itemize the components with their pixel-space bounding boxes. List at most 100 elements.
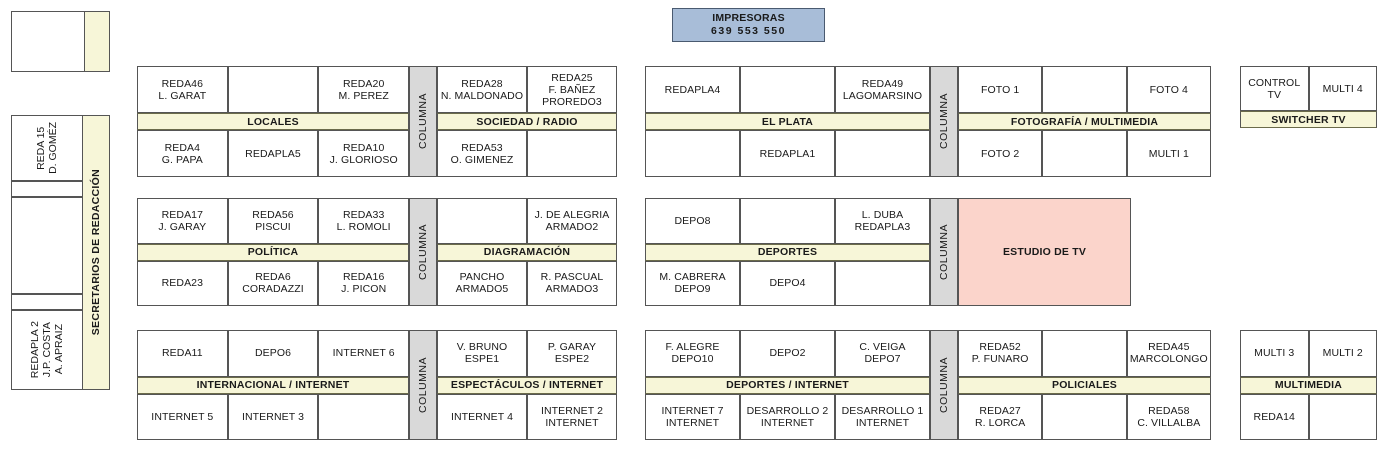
- desk-cell[interactable]: DEPO8: [645, 198, 740, 244]
- desk-cell[interactable]: INTERNET 3: [227, 393, 319, 440]
- desk-cell[interactable]: REDA49 LAGOMARSINO: [835, 66, 930, 113]
- desk-cell[interactable]: INTERNET 4: [437, 393, 527, 440]
- seat-label: DEPO2: [769, 347, 806, 360]
- desk-cell[interactable]: [1042, 130, 1127, 177]
- band-label: FOTOGRAFÍA / MULTIMEDIA: [1010, 115, 1159, 128]
- desk-cell[interactable]: REDA10 J. GLORIOSO: [318, 130, 410, 177]
- desk-cell[interactable]: REDA46 L. GARAT: [137, 66, 228, 113]
- desk-cell[interactable]: INTERNET 7 INTERNET: [645, 393, 740, 440]
- desk-cell[interactable]: [437, 198, 527, 244]
- desk-cell[interactable]: REDA20 M. PEREZ: [318, 66, 410, 113]
- department-band: EL PLATA: [645, 113, 930, 130]
- seat-label: C. VEIGA DEPO7: [859, 341, 906, 366]
- band-label: MULTIMEDIA: [1274, 379, 1343, 391]
- desk-cell[interactable]: DEPO6: [227, 330, 319, 377]
- desk-cell[interactable]: [835, 130, 930, 177]
- department-band: DIAGRAMACIÓN: [437, 243, 617, 261]
- desk-cell[interactable]: MULTI 1: [1126, 130, 1211, 177]
- seat-label: MULTI 1: [1148, 147, 1189, 160]
- desk-cell[interactable]: [318, 393, 410, 440]
- desk-cell[interactable]: REDA23: [137, 260, 228, 306]
- desk-cell[interactable]: FOTO 4: [1126, 66, 1211, 113]
- desk-cell[interactable]: INTERNET 6: [318, 330, 410, 377]
- band-label: ESPECTÁCULOS / INTERNET: [450, 379, 604, 391]
- seat-label: REDAPLA 2 J.P. COSTA A. APRAIZ: [29, 321, 65, 379]
- desk-cell[interactable]: MULTI 4: [1308, 66, 1377, 111]
- desk-cell[interactable]: REDA16 J. PICON: [318, 260, 410, 306]
- desk-cell[interactable]: [740, 66, 835, 113]
- desk-cell[interactable]: REDA33 L. ROMOLI: [318, 198, 410, 244]
- columna-label: COLUMNA: [417, 356, 429, 413]
- list-item[interactable]: [11, 197, 83, 294]
- seat-label: REDA23: [161, 277, 204, 290]
- desk-cell[interactable]: [527, 130, 617, 177]
- seat-label: INTERNET 4: [450, 410, 514, 423]
- desk-cell[interactable]: REDA56 PISCUI: [227, 198, 319, 244]
- desk-cell[interactable]: J. DE ALEGRIA ARMADO2: [527, 198, 617, 244]
- list-item[interactable]: [11, 181, 83, 197]
- desk-cell[interactable]: [1042, 330, 1127, 377]
- desk-cell[interactable]: MULTI 2: [1308, 330, 1377, 377]
- desk-cell[interactable]: REDA58 C. VILLALBA: [1126, 393, 1211, 440]
- desk-cell[interactable]: L. DUBA REDAPLA3: [835, 198, 930, 244]
- seat-label: REDA20 M. PEREZ: [338, 77, 389, 102]
- desk-cell[interactable]: [1308, 393, 1377, 440]
- desk-cell[interactable]: DESARROLLO 2 INTERNET: [740, 393, 835, 440]
- desk-cell[interactable]: FOTO 1: [958, 66, 1043, 113]
- desk-cell[interactable]: INTERNET 5: [137, 393, 228, 440]
- desk-cell[interactable]: REDA27 R. LORCA: [958, 393, 1043, 440]
- desk-cell[interactable]: REDA14: [1240, 393, 1309, 440]
- table-row: REDA14: [1240, 393, 1377, 440]
- department-band: DEPORTES: [645, 243, 930, 261]
- desk-cell[interactable]: REDA4 G. PAPA: [137, 130, 228, 177]
- desk-cell[interactable]: DESARROLLO 1 INTERNET: [835, 393, 930, 440]
- desk-cell[interactable]: CONTROL TV: [1240, 66, 1309, 111]
- desk-cell[interactable]: INTERNET 2 INTERNET: [527, 393, 617, 440]
- desk-cell[interactable]: [1042, 393, 1127, 440]
- desk-cell[interactable]: DEPO4: [740, 260, 835, 306]
- band-label: SECRETARIOS DE REDACCIÓN: [90, 169, 102, 336]
- desk-cell[interactable]: [1042, 66, 1127, 113]
- desk-cell[interactable]: M. CABRERA DEPO9: [645, 260, 740, 306]
- table-row: PANCHO ARMADO5 R. PASCUAL ARMADO3: [437, 260, 617, 306]
- desk-cell[interactable]: FOTO 2: [958, 130, 1043, 177]
- list-item[interactable]: REDA 15 D. GOMÉZ: [11, 115, 83, 181]
- columna-label: COLUMNA: [938, 356, 950, 413]
- desk-cell[interactable]: REDA11: [137, 330, 228, 377]
- desk-cell[interactable]: V. BRUNO ESPE1: [437, 330, 527, 377]
- desk-cell[interactable]: P. GARAY ESPE2: [527, 330, 617, 377]
- desk-cell[interactable]: REDAPLA1: [740, 130, 835, 177]
- columna-label: COLUMNA: [938, 93, 950, 150]
- desk-cell[interactable]: REDAPLA5: [227, 130, 319, 177]
- desk-cell[interactable]: MULTI 3: [1240, 330, 1309, 377]
- desk-cell[interactable]: F. ALEGRE DEPO10: [645, 330, 740, 377]
- desk-cell[interactable]: REDA17 J. GARAY: [137, 198, 228, 244]
- desk-cell[interactable]: DEPO2: [740, 330, 835, 377]
- columna-pillar: COLUMNA: [409, 66, 437, 177]
- estudio-de-tv[interactable]: ESTUDIO DE TV: [958, 198, 1131, 306]
- desk-cell[interactable]: REDA45 MARCOLONGO: [1126, 330, 1211, 377]
- desk-cell[interactable]: [835, 260, 930, 306]
- list-item[interactable]: REDAPLA 2 J.P. COSTA A. APRAIZ: [11, 310, 83, 390]
- seat-label: PANCHO ARMADO5: [455, 271, 509, 296]
- desk-cell[interactable]: C. VEIGA DEPO7: [835, 330, 930, 377]
- desk-cell[interactable]: R. PASCUAL ARMADO3: [527, 260, 617, 306]
- desk-cell[interactable]: REDA52 P. FUNARO: [958, 330, 1043, 377]
- desk-cell[interactable]: REDA25 F. BAÑEZ PROREDO3: [527, 66, 617, 113]
- desk-cell[interactable]: REDAPLA4: [645, 66, 740, 113]
- desk-cell[interactable]: REDA28 N. MALDONADO: [437, 66, 527, 113]
- seat-label: FOTO 2: [980, 147, 1020, 160]
- desk-cell[interactable]: REDA6 CORADAZZI: [227, 260, 319, 306]
- desk-cell[interactable]: PANCHO ARMADO5: [437, 260, 527, 306]
- desk-cell[interactable]: [740, 198, 835, 244]
- desk-cell[interactable]: REDA53 O. GIMENEZ: [437, 130, 527, 177]
- columna-pillar: COLUMNA: [930, 198, 958, 306]
- desk-cell[interactable]: [645, 130, 740, 177]
- desk-cell[interactable]: [227, 66, 319, 113]
- list-item[interactable]: [11, 294, 83, 310]
